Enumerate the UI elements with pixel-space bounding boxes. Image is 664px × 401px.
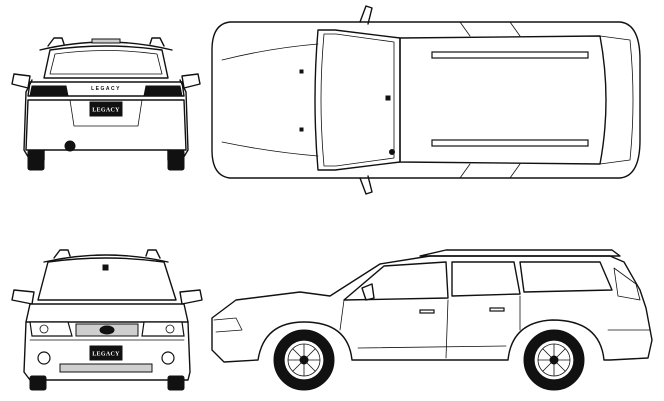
exhaust-pipe — [64, 140, 76, 152]
rear-license-plate — [89, 101, 123, 117]
front-view: LEGACY — [11, 249, 203, 391]
side-view — [211, 249, 653, 391]
top-view — [211, 5, 641, 195]
front-plate-text: LEGACY — [92, 352, 120, 358]
rear-wheel — [523, 329, 585, 391]
rear-view: LEGACY LEGACY — [11, 37, 201, 171]
front-license-plate — [89, 345, 123, 361]
front-wheel — [273, 329, 335, 391]
rear-badge: LEGACY — [91, 86, 121, 92]
rear-plate-text: LEGACY — [92, 108, 120, 114]
